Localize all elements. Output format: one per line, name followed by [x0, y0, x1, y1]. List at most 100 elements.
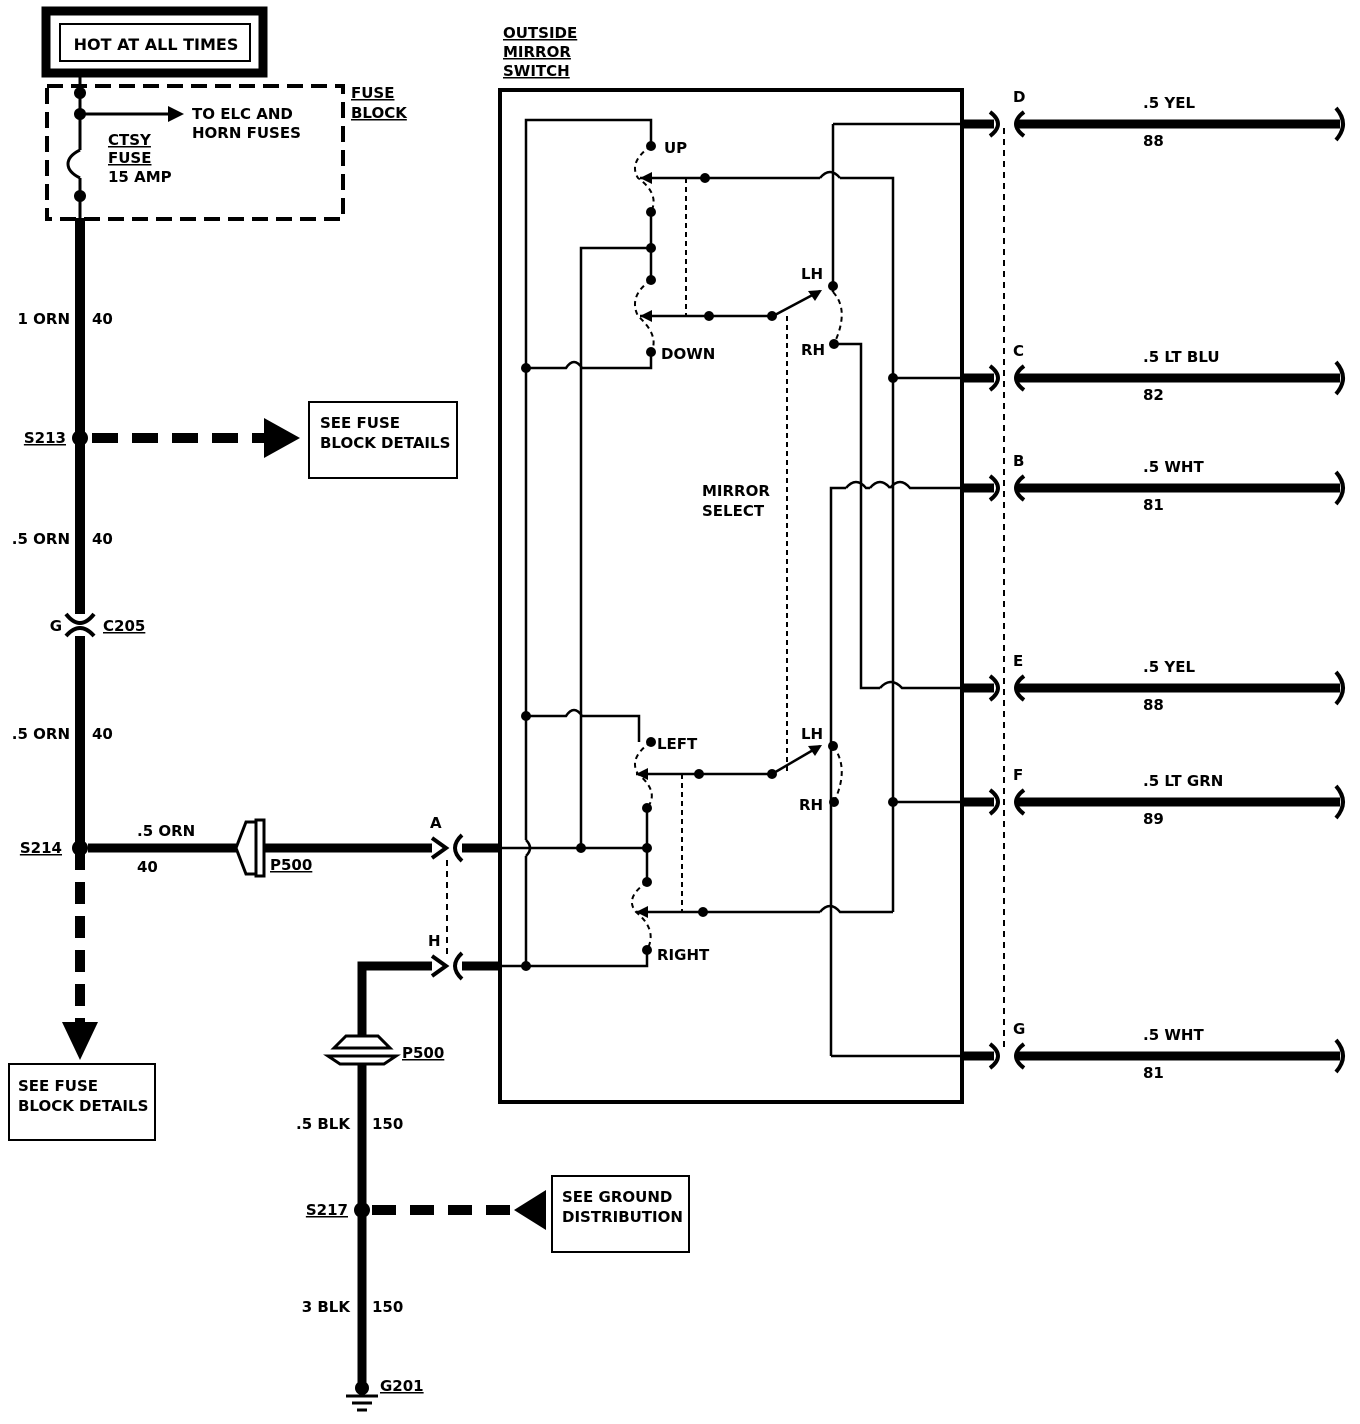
connector-pin-icon	[988, 1042, 1000, 1070]
ctsy-fuse-line1: CTSY	[108, 131, 152, 149]
lh-bottom-label: LH	[801, 725, 823, 743]
left-label: LEFT	[657, 735, 698, 753]
fuse-details-1-line1: SEE FUSE	[320, 414, 400, 432]
connector-pin-icon	[988, 364, 1000, 392]
p500-connector-icon	[330, 1034, 394, 1050]
g201-label: G201	[380, 1377, 424, 1395]
fuse-block: TO ELC AND HORN FUSES CTSY FUSE 15 AMP F…	[45, 75, 408, 221]
feed-w1-gauge: 1 ORN	[17, 310, 70, 328]
feed-w3-circuit: 40	[92, 725, 113, 743]
output-pin-label: F	[1013, 766, 1023, 784]
p500-label-1: P500	[270, 856, 312, 874]
pin-h-label: H	[428, 932, 441, 950]
s214-branch-gauge: .5 ORN	[137, 822, 195, 840]
ground-w1-gauge: .5 BLK	[296, 1115, 351, 1133]
up-label: UP	[664, 139, 687, 157]
p500-label-2: P500	[402, 1044, 444, 1062]
output-wire-e: E .5 YEL 88	[962, 652, 1345, 714]
hot-at-all-times-box: HOT AT ALL TIMES	[41, 6, 268, 78]
switch-title-line1: OUTSIDE	[503, 24, 577, 42]
ground-dist-line1: SEE GROUND	[562, 1188, 672, 1206]
connector-pin-icon	[988, 674, 1000, 702]
output-pin-label: G	[1013, 1020, 1025, 1038]
s214-label: S214	[20, 839, 62, 857]
fuse-details-box-2: SEE FUSE BLOCK DETAILS	[8, 1063, 156, 1141]
ground-w1-circuit: 150	[372, 1115, 403, 1133]
s217-label: S217	[306, 1201, 348, 1219]
feed-w1-circuit: 40	[92, 310, 113, 328]
wire-end-icon	[1334, 1038, 1345, 1074]
lh-top-label: LH	[801, 265, 823, 283]
output-circuit-label: 82	[1143, 386, 1164, 404]
fuse-details-1-line2: BLOCK DETAILS	[320, 434, 450, 452]
rh-top-label: RH	[801, 341, 825, 359]
fuse-details-2-line2: BLOCK DETAILS	[18, 1097, 148, 1115]
splice-s213	[72, 430, 88, 446]
output-gauge-label: .5 YEL	[1143, 658, 1195, 676]
feed-w3-gauge: .5 ORN	[12, 725, 70, 743]
arrow-right-icon	[264, 418, 300, 458]
output-wire-g: G .5 WHT 81	[962, 1020, 1345, 1082]
output-gauge-label: .5 LT GRN	[1143, 772, 1223, 790]
output-pin-label: C	[1013, 342, 1024, 360]
c205-label: C205	[103, 617, 145, 635]
wire-end-icon	[1334, 360, 1345, 396]
output-circuit-label: 89	[1143, 810, 1164, 828]
arrow-left-icon	[514, 1190, 546, 1230]
output-pin-label: E	[1013, 652, 1023, 670]
pin-a-icon	[430, 836, 450, 860]
connector-pin-icon	[988, 110, 1000, 138]
mirror-select-line1: MIRROR	[702, 482, 770, 500]
s214-branch-circuit: 40	[137, 858, 158, 876]
output-circuit-label: 81	[1143, 496, 1164, 514]
mirror-select-line2: SELECT	[702, 502, 765, 520]
output-gauge-label: .5 YEL	[1143, 94, 1195, 112]
s214-branch: .5 ORN 40 P500 A	[88, 814, 500, 878]
feed-wire: 1 ORN 40 S213 .5 ORN 40 G C205 .5 ORN 40…	[12, 218, 145, 1060]
rh-bottom-label: RH	[799, 796, 823, 814]
down-label: DOWN	[661, 345, 715, 363]
s213-branch	[92, 418, 300, 458]
right-label: RIGHT	[657, 946, 710, 964]
ground-w2-circuit: 150	[372, 1298, 403, 1316]
c205-pin-label: G	[50, 617, 62, 635]
feed-w2-circuit: 40	[92, 530, 113, 548]
feed-w2-gauge: .5 ORN	[12, 530, 70, 548]
splice-s214	[72, 840, 88, 856]
to-elc-line1: TO ELC AND	[192, 105, 293, 123]
ctsy-fuse-line2: FUSE	[108, 149, 151, 167]
switch-title-line3: SWITCH	[503, 62, 570, 80]
wire-end-icon	[1334, 470, 1345, 506]
output-gauge-label: .5 LT BLU	[1143, 348, 1220, 366]
ground-dist-line2: DISTRIBUTION	[562, 1208, 683, 1226]
p500-connector-icon	[234, 820, 258, 876]
output-wire-b: B .5 WHT 81	[962, 452, 1345, 514]
fuse-icon	[66, 148, 81, 180]
ground-distribution-box: SEE GROUND DISTRIBUTION	[551, 1175, 690, 1253]
output-pin-label: B	[1013, 452, 1024, 470]
output-gauge-label: .5 WHT	[1143, 458, 1204, 476]
fuse-details-box-1: SEE FUSE BLOCK DETAILS	[308, 401, 458, 479]
output-wire-f: F .5 LT GRN 89	[962, 766, 1345, 828]
s213-label: S213	[24, 429, 66, 447]
connector-pin-icon	[988, 474, 1000, 502]
pin-h-icon	[453, 951, 464, 981]
fuse-block-label-line2: BLOCK	[351, 104, 408, 122]
to-elc-line2: HORN FUSES	[192, 124, 301, 142]
wire-end-icon	[1334, 670, 1345, 706]
ctsy-fuse-line3: 15 AMP	[108, 168, 172, 186]
wire-end-icon	[1334, 106, 1345, 142]
output-circuit-label: 81	[1143, 1064, 1164, 1082]
outside-mirror-switch: OUTSIDE MIRROR SWITCH	[498, 24, 964, 1104]
output-circuit-label: 88	[1143, 696, 1164, 714]
ground-w2-gauge: 3 BLK	[302, 1298, 352, 1316]
output-gauge-label: .5 WHT	[1143, 1026, 1204, 1044]
output-pin-label: D	[1013, 88, 1025, 106]
fuse-details-2-line1: SEE FUSE	[18, 1077, 98, 1095]
connector-pin-icon	[988, 788, 1000, 816]
switch-title-line2: MIRROR	[503, 43, 571, 61]
fuse-block-label-line1: FUSE	[351, 84, 394, 102]
output-wire-c: C .5 LT BLU 82	[962, 342, 1345, 404]
